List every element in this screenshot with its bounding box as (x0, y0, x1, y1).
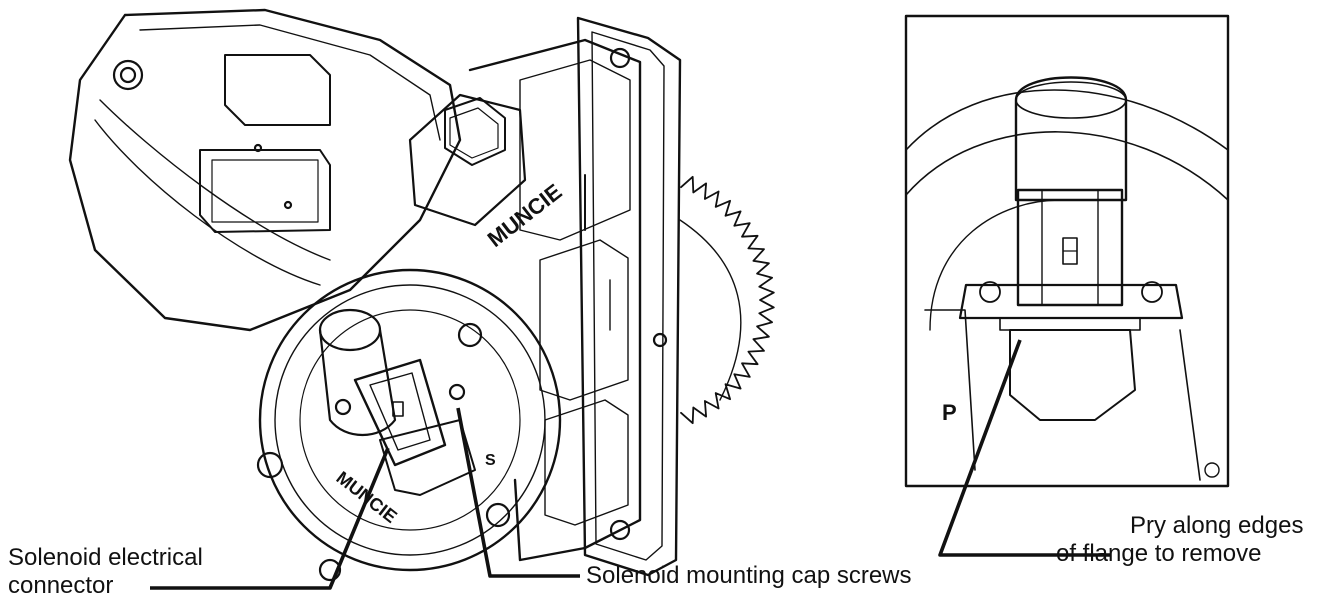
callout-solenoid-connector-line1: Solenoid electrical (8, 544, 203, 571)
leader-mounting-cap-screws (456, 407, 580, 578)
solenoid (318, 308, 476, 496)
callout-mounting-cap-screws: Solenoid mounting cap screws (586, 562, 912, 589)
hex-bolt-boss (408, 93, 527, 227)
leader-lines (150, 339, 1110, 590)
pto-assembly-illustration: MUNCIE MUNCIE S (68, 8, 775, 582)
inset-detail-view: P (904, 14, 1230, 488)
terminal-s-marking: S (485, 452, 496, 469)
callout-pry-flange-line1: Pry along edges (1130, 512, 1304, 539)
leader-solenoid-connector (150, 447, 390, 590)
callout-solenoid-connector: Solenoid electrical connector (8, 544, 203, 600)
mounting-flange (576, 16, 682, 577)
solenoid-cap-plate (256, 268, 562, 582)
housing-body (468, 38, 642, 562)
callout-solenoid-connector-line2: connector (8, 572, 114, 599)
spur-gear (679, 175, 775, 425)
leader-pry-flange (938, 339, 1110, 557)
callout-pry-flange: Pry along edges of flange to remove (1056, 512, 1304, 568)
callout-pry-flange-line2: of flange to remove (1056, 540, 1262, 567)
muncie-brand-body-text: MUNCIE (483, 179, 567, 252)
terminal-p-marking: P (942, 400, 957, 425)
motor-housing (68, 8, 462, 332)
